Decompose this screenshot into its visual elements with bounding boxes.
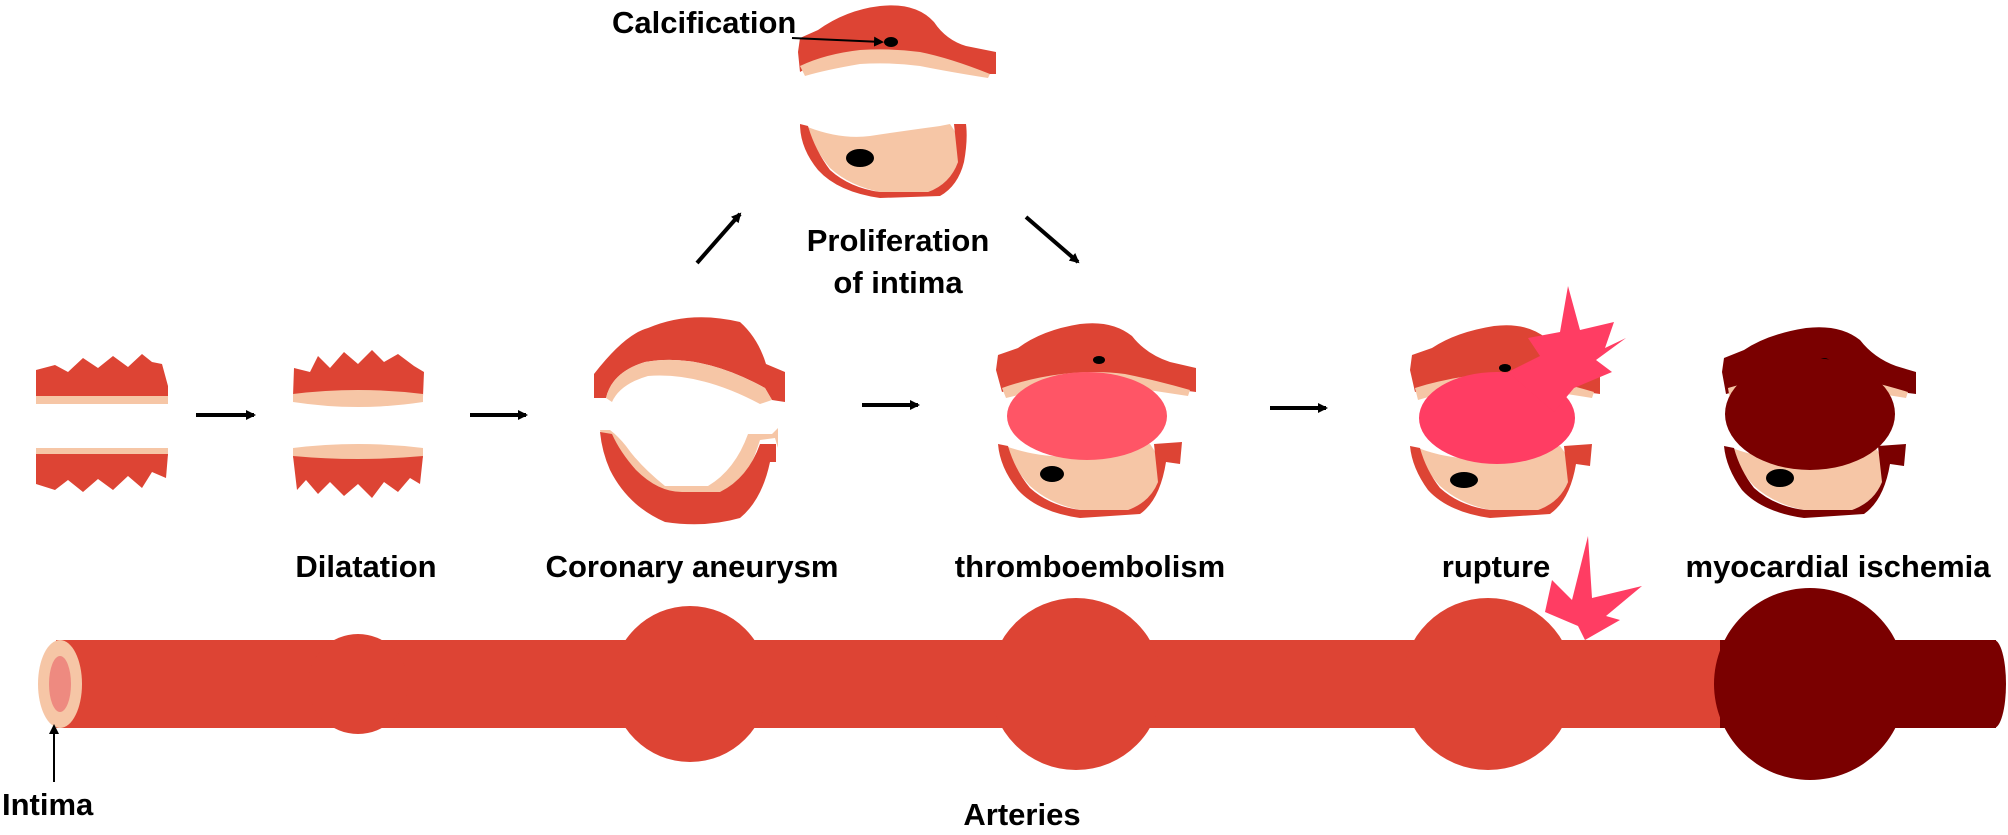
label-dilatation: Dilatation <box>295 549 437 584</box>
thrombus <box>1007 372 1167 460</box>
label-myocardial-ischemia: myocardial ischemia <box>1685 549 1991 584</box>
bulge-rupture <box>1402 598 1574 770</box>
label-arteries: Arteries <box>963 797 1081 832</box>
label-calcification: Calcification <box>612 5 797 40</box>
stage-dilatation <box>293 350 424 498</box>
ischemic-clot <box>1725 358 1895 470</box>
stage-myocardial-ischemia <box>1722 327 1916 518</box>
label-coronary-aneurysm: Coronary aneurysm <box>545 549 839 584</box>
calcification-dot-top <box>884 37 898 47</box>
calcification-dot-bottom <box>846 149 874 167</box>
bulge-thromboembolism <box>990 598 1162 770</box>
label-intima: Intima <box>2 787 94 822</box>
stage-thromboembolism <box>996 323 1196 518</box>
arrow-up <box>695 212 742 265</box>
bulge-aneurysm <box>612 606 768 762</box>
stage-rupture <box>1410 286 1626 518</box>
bulge-dilatation <box>308 634 408 734</box>
stage-proliferation-intima <box>798 5 996 198</box>
label-proliferation-1: Proliferation <box>806 223 990 258</box>
label-rupture: rupture <box>1441 549 1551 584</box>
rupture-burst-top <box>1508 286 1626 412</box>
bulge-ischemia <box>1714 588 1906 780</box>
calcification-pointer <box>791 36 884 47</box>
arrow-down <box>1024 215 1080 264</box>
stage-coronary-aneurysm <box>594 317 785 525</box>
stage-normal-vessel <box>36 354 168 492</box>
label-thromboembolism: thromboembolism <box>954 549 1226 584</box>
artery-tube <box>38 536 2006 780</box>
rupture-burst-bottom <box>1545 536 1642 640</box>
label-proliferation-2: of intima <box>833 265 963 300</box>
